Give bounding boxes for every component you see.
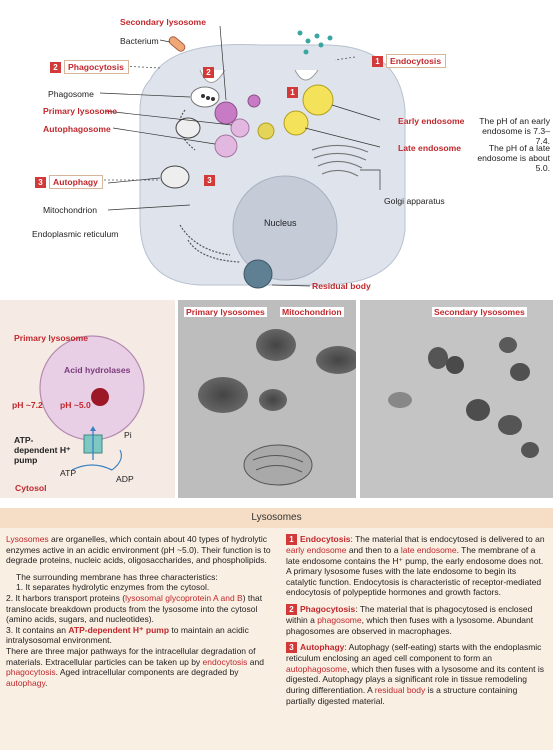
endocytosis-particles <box>297 30 333 55</box>
label-primary-lysosomes: Primary lysosomes <box>184 307 267 317</box>
micrograph-left-image <box>178 300 356 498</box>
lysosomes-text-panel: Lysosomes Lysosomes are organelles, whic… <box>0 508 553 750</box>
secondary-lysosome <box>214 101 238 125</box>
note-late-ph: The pH of a late endosome is about 5.0. <box>477 143 550 173</box>
early-endosome <box>302 84 334 116</box>
nucleus <box>232 175 338 281</box>
label-mitochondrion-micro: Mitochondrion <box>280 307 344 317</box>
micrograph-primary-lysosomes: Primary lysosomes Mitochondrion <box>178 300 356 498</box>
label-golgi-apparatus: Golgi apparatus <box>384 196 445 206</box>
mitochondrion <box>160 117 201 189</box>
label-secondary-lysosomes: Secondary lysosomes <box>432 307 527 317</box>
pi-label: Pi <box>124 430 132 440</box>
cell-illustration <box>92 25 406 289</box>
primary-lysosome-illustration <box>39 335 145 471</box>
label-residual-body: Residual body <box>312 281 371 291</box>
label-late-endosome: Late endosome <box>398 143 462 153</box>
micrograph-right-image <box>360 300 553 498</box>
label-nucleus: Nucleus <box>264 218 297 228</box>
atp-arrow <box>71 464 113 471</box>
membrane-intro: The surrounding membrane has three chara… <box>16 571 218 582</box>
autophagosome <box>214 134 238 158</box>
atp-label: ATP <box>60 468 77 478</box>
phagosome <box>190 86 220 108</box>
pump-label: ATP-dependent H⁺ pump <box>14 435 71 465</box>
label-early-endosome: Early endosome <box>398 116 465 126</box>
label-mitochondrion: Mitochondrion <box>43 205 97 215</box>
ph-outside: pH ~7.2 <box>12 400 43 410</box>
label-primary-lysosome: Primary lysosome <box>43 106 118 116</box>
ph-inside: pH ~5.0 <box>60 400 91 410</box>
acid-hydrolases-label: Acid hydrolases <box>64 365 131 375</box>
label-phagosome: Phagosome <box>48 89 94 99</box>
panel-title: Primary lysosome <box>14 333 89 343</box>
micrograph-secondary-lysosomes: Secondary lysosomes <box>360 300 553 498</box>
acid-core <box>91 388 109 406</box>
primary-lysosome-panel: Primary lysosome Acid hydrolases pH ~7.2… <box>0 300 175 498</box>
membrane-item-1: 1. It separates hydrolytic enzymes from … <box>16 582 210 593</box>
left-column: Lysosomes are organelles, which contain … <box>6 534 274 694</box>
late-endosome <box>283 110 309 136</box>
adp-label: ADP <box>116 474 134 484</box>
text-panel-title: Lysosomes <box>0 508 553 528</box>
label-endoplasmic-reticulum: Endoplasmic reticulum <box>32 229 119 239</box>
membrane-item-2: 2. It harbors transport proteins (lysoso… <box>6 592 263 625</box>
label-secondary-lysosome: Secondary lysosome <box>120 17 206 27</box>
step-marker-1: 1 <box>287 87 301 98</box>
step-marker-2: 2 <box>203 67 217 78</box>
intro-paragraph: Lysosomes are organelles, which contain … <box>6 534 271 566</box>
pathways-paragraph: There are three major pathways for the i… <box>6 645 264 688</box>
note-early-ph: The pH of an early endosome is 7.3–7.4. <box>479 116 550 146</box>
primary-lysosome <box>230 118 250 138</box>
bacterium <box>168 36 186 52</box>
cytosol-label: Cytosol <box>15 483 47 493</box>
lysosome-membrane <box>39 335 145 441</box>
label-autophagosome: Autophagosome <box>43 124 111 134</box>
step-marker-3: 3 <box>204 175 218 186</box>
micrograph-row: Primary lysosome Acid hydrolases pH ~7.2… <box>0 300 553 498</box>
label-bacterium: Bacterium <box>120 36 159 46</box>
golgi-apparatus <box>311 144 369 177</box>
membrane-item-3: 3. It contains an ATP-dependent H⁺ pump … <box>6 624 249 646</box>
